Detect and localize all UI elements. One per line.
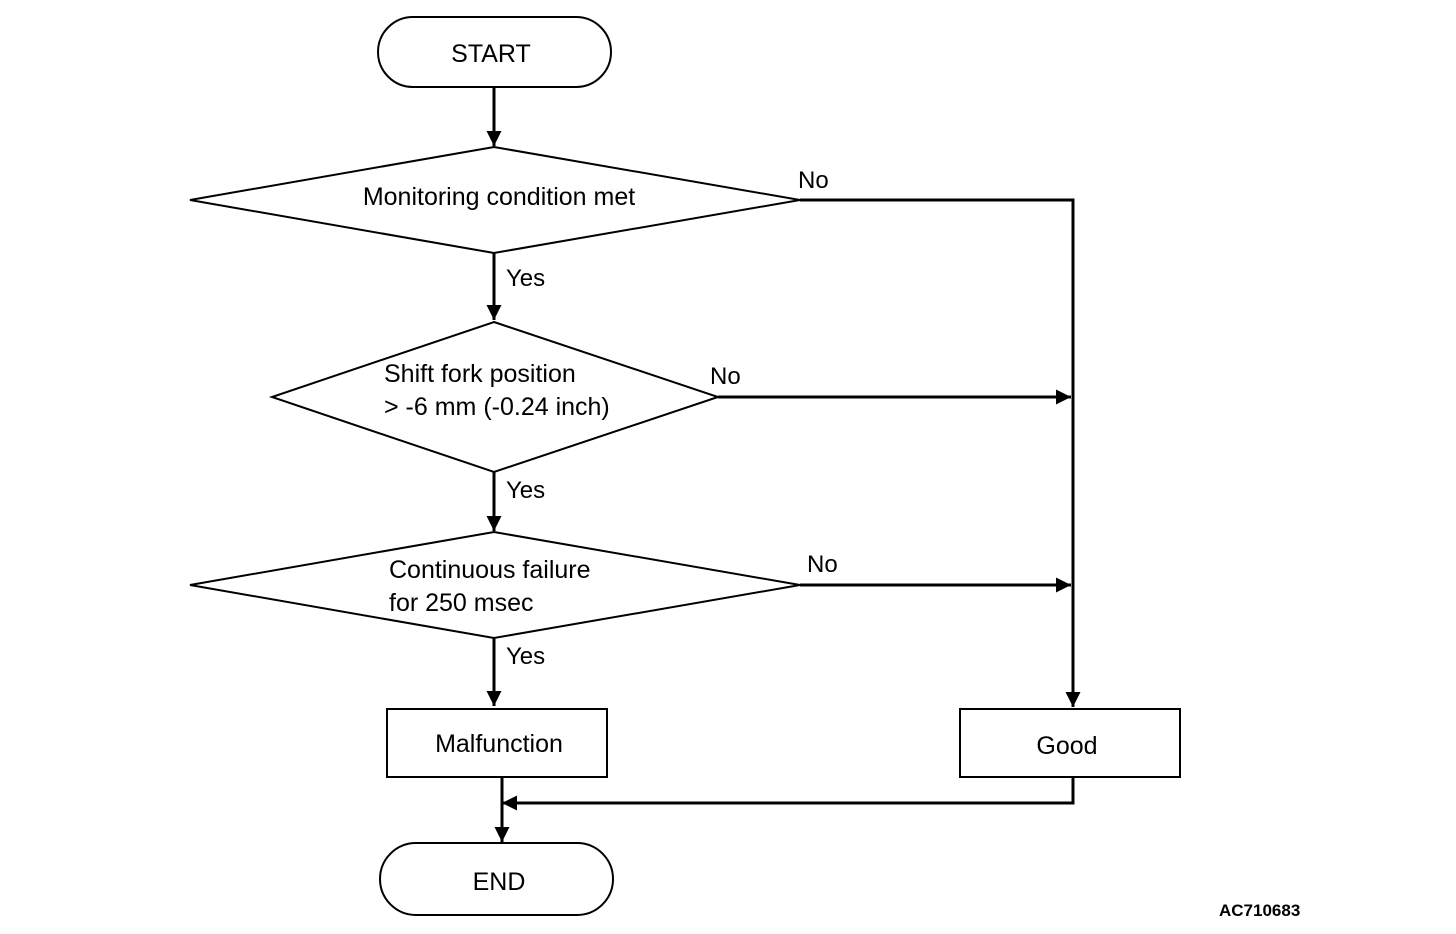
monitoring-label: Monitoring condition met xyxy=(363,183,635,211)
monitoring-no-label: No xyxy=(798,167,829,194)
shift-fork-label-line2: > -6 mm (-0.24 inch) xyxy=(384,393,610,421)
shift-fork-label-line1: Shift fork position xyxy=(384,360,576,388)
continuous-failure-decision xyxy=(189,530,801,640)
shift-fork-yes-label: Yes xyxy=(506,477,545,504)
end-label: END xyxy=(473,868,526,896)
edge-monitoring-no xyxy=(800,198,1081,707)
monitoring-decision xyxy=(189,145,801,255)
start-terminal xyxy=(377,16,612,88)
start-label: START xyxy=(451,40,531,68)
end-terminal xyxy=(379,842,614,916)
continuous-failure-label-line2: for 250 msec xyxy=(389,589,534,617)
continuous-failure-no-label: No xyxy=(807,551,838,578)
good-label: Good xyxy=(1036,732,1097,760)
shift-fork-decision xyxy=(268,320,722,474)
continuous-failure-yes-label: Yes xyxy=(506,643,545,670)
monitoring-yes-label: Yes xyxy=(506,265,545,292)
continuous-failure-label-line1: Continuous failure xyxy=(389,556,591,584)
reference-code: AC710683 xyxy=(1219,901,1300,920)
malfunction-box xyxy=(386,708,608,778)
shift-fork-no-label: No xyxy=(710,363,741,390)
malfunction-label: Malfunction xyxy=(435,730,563,758)
edge-good-to-end xyxy=(502,777,1075,811)
good-box xyxy=(959,708,1181,778)
